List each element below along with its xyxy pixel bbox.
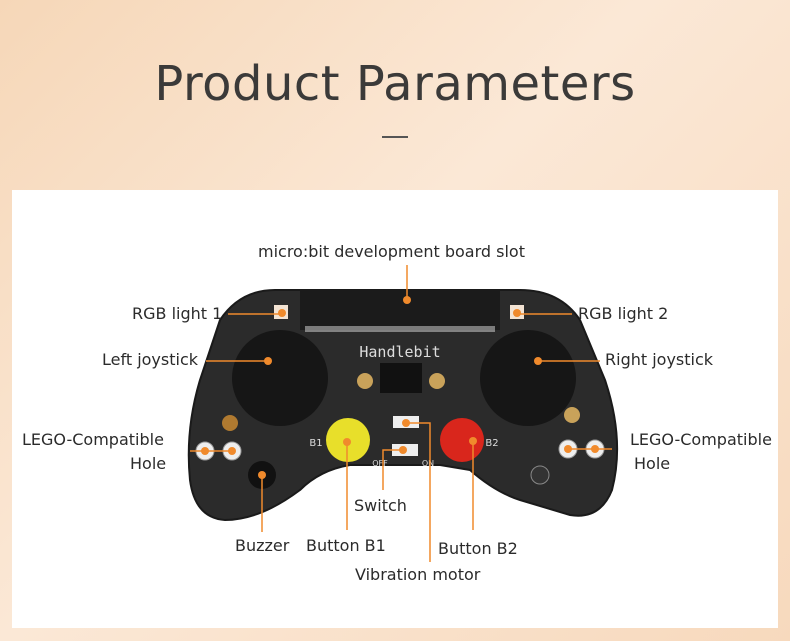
label-microbit-slot: micro:bit development board slot [258,242,525,261]
label-button-b1: Button B1 [306,536,386,555]
label-button-b2: Button B2 [438,539,518,558]
label-lego-right: LEGO-Compatible [630,430,772,449]
label-lego-left: LEGO-Compatible [22,430,164,449]
label-rgb-light-2: RGB light 2 [578,304,669,323]
label-vibration-motor: Vibration motor [355,565,481,584]
label-rgb-light-1: RGB light 1 [132,304,223,323]
left-joystick [232,330,328,426]
switch-off-mark: OFF [372,459,388,468]
microbit-slot [300,290,500,330]
b1-silkscreen: B1 [309,438,322,449]
leader-lines [190,265,612,562]
mount-hole [357,373,373,389]
mount-hole [564,407,580,423]
slot-pins [305,326,495,332]
button-b2 [440,418,484,462]
right-joystick [480,330,576,426]
title-divider [382,136,408,138]
label-switch: Switch [354,496,407,515]
capacitor [530,465,550,485]
board: Handlebit B1 B2 OFF ON [187,289,619,522]
label-lego-left-hole: Hole [130,454,167,473]
label-right-joystick: Right joystick [605,350,714,369]
switch-on-mark: ON [422,459,434,468]
b2-silkscreen: B2 [485,438,498,449]
mount-hole [429,373,445,389]
mount-hole [222,415,238,431]
chip [380,363,422,393]
callout-dots [201,296,599,479]
label-buzzer: Buzzer [235,536,290,555]
label-left-joystick: Left joystick [102,350,199,369]
board-name: Handlebit [359,343,440,361]
label-lego-right-hole: Hole [634,454,671,473]
page-title: Product Parameters [154,56,636,112]
